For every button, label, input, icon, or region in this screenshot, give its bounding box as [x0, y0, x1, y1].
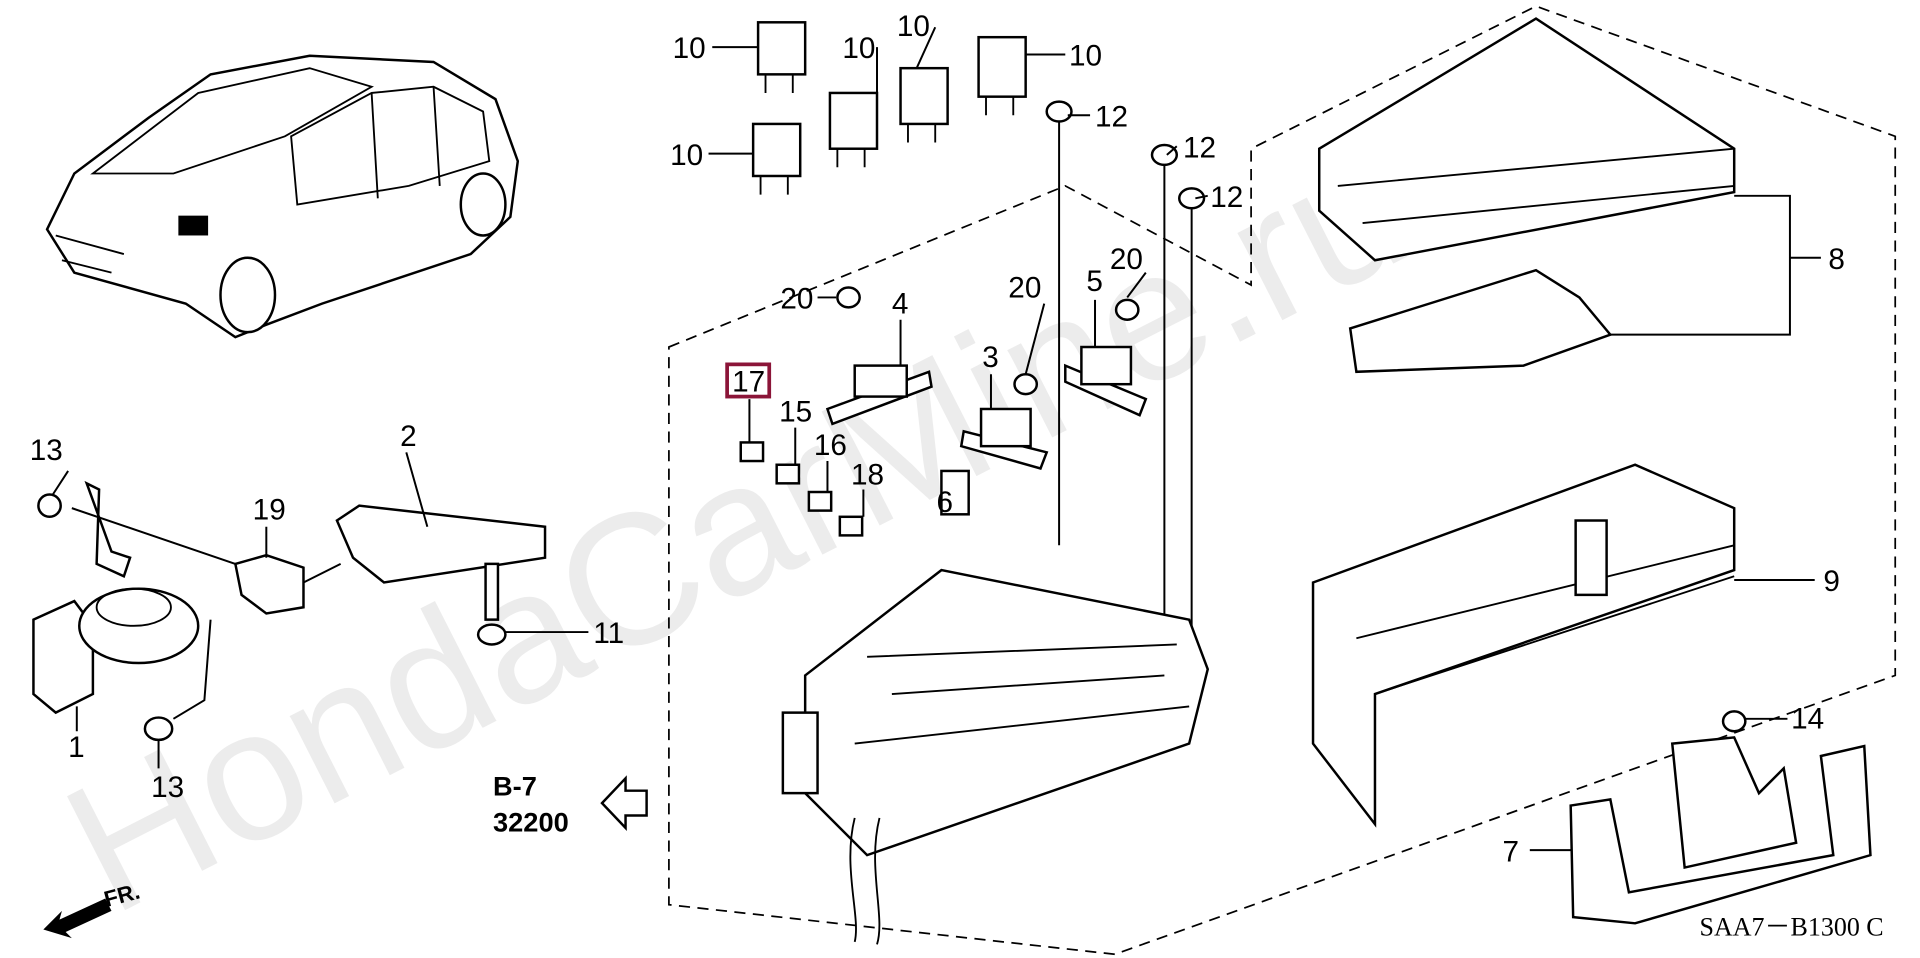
- callout-7[interactable]: 7: [1503, 835, 1520, 868]
- fuse-box-boundary: [668, 5, 1897, 956]
- front-arrow-icon: [43, 898, 112, 939]
- arrow-left-icon: [600, 775, 648, 831]
- callout-10[interactable]: 10: [1069, 40, 1102, 73]
- callout-10[interactable]: 10: [897, 10, 930, 43]
- callout-16[interactable]: 16: [814, 429, 847, 462]
- callout-10[interactable]: 10: [673, 32, 706, 65]
- callout-6[interactable]: 6: [936, 486, 953, 519]
- reference-group[interactable]: 32200: [493, 807, 569, 838]
- callout-1[interactable]: 1: [68, 731, 85, 764]
- callout-5[interactable]: 5: [1086, 265, 1103, 298]
- callout-9[interactable]: 9: [1823, 565, 1840, 598]
- callout-20[interactable]: 20: [780, 283, 813, 316]
- box-9: [1311, 463, 1815, 828]
- stay-19: [233, 553, 305, 615]
- bolts-12: [1045, 100, 1206, 633]
- diagram-code: SAA7－B1300 C: [1700, 913, 1884, 942]
- cover-8: [1317, 17, 1821, 374]
- callout-20[interactable]: 20: [1008, 271, 1041, 304]
- callout-13[interactable]: 13: [151, 771, 184, 804]
- callout-19[interactable]: 19: [253, 493, 286, 526]
- callout-2[interactable]: 2: [400, 420, 417, 453]
- vehicle-illustration: [45, 54, 520, 339]
- reference-link[interactable]: B-7 32200: [493, 771, 648, 838]
- callout-10[interactable]: 10: [842, 32, 875, 65]
- callout-10[interactable]: 10: [670, 139, 703, 172]
- callout-20[interactable]: 20: [1110, 243, 1143, 276]
- callout-14[interactable]: 14: [1791, 703, 1824, 736]
- callout-8[interactable]: 8: [1828, 243, 1845, 276]
- callout-4[interactable]: 4: [892, 288, 909, 321]
- callout-12[interactable]: 12: [1210, 181, 1243, 214]
- fuse-box-location-marker: [178, 215, 209, 236]
- callout-3[interactable]: 3: [982, 341, 999, 374]
- callout-13[interactable]: 13: [30, 434, 63, 467]
- bracket-7: [1529, 710, 1872, 925]
- leader-lines: [51, 26, 1208, 769]
- reference-section[interactable]: B-7: [493, 771, 537, 802]
- bolt-13-upper: [37, 493, 62, 519]
- callout-15[interactable]: 15: [779, 395, 812, 428]
- callout-17[interactable]: 17: [732, 366, 765, 399]
- callout-12[interactable]: 12: [1095, 100, 1128, 133]
- relays-10: [751, 21, 1027, 195]
- bolt-14: [1721, 710, 1747, 733]
- horn-assembly: [32, 480, 547, 742]
- callout-18[interactable]: 18: [851, 459, 884, 492]
- bolt-11: [476, 623, 507, 646]
- callout-12[interactable]: 12: [1183, 131, 1216, 164]
- callout-labels: 10 10 10 10 10 12 12 12 20 20 20 4 5 3 6…: [30, 10, 1845, 868]
- bolt-13-lower: [143, 716, 174, 742]
- relay-parts: [739, 272, 1148, 537]
- callout-11[interactable]: 11: [593, 617, 624, 650]
- highlight-box: [725, 362, 772, 399]
- main-fuse-box: [781, 568, 1210, 945]
- horn-1: [32, 599, 95, 715]
